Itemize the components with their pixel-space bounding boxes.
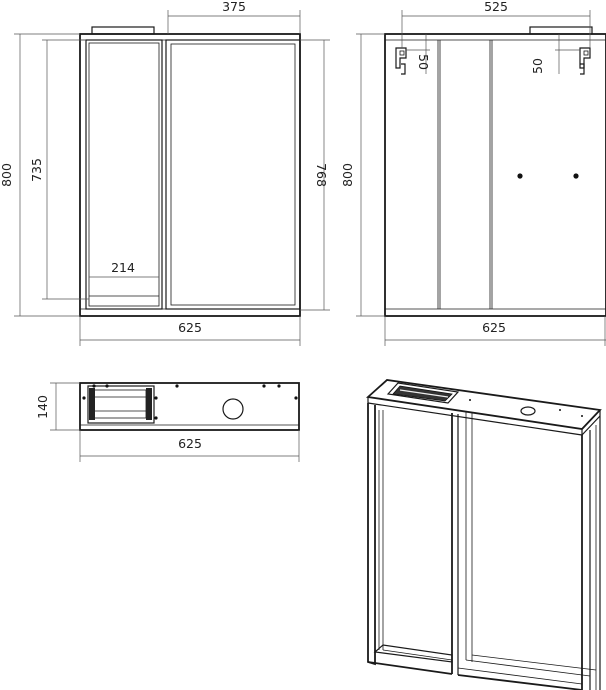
dim-label-768: 768 xyxy=(314,163,329,187)
lamp-block xyxy=(529,26,593,35)
lamp-end-right xyxy=(146,388,152,420)
fastener-dot xyxy=(277,384,281,388)
iso-bottom-inner xyxy=(465,659,591,677)
dim-label-800: 800 xyxy=(340,163,355,187)
iso-bottom-edge-left xyxy=(367,661,453,675)
fastener-dot xyxy=(559,409,561,411)
fastener-dot xyxy=(92,384,96,388)
iso-shelf-bottom xyxy=(373,644,453,663)
lamp-housing xyxy=(87,385,155,424)
lamp-end-left xyxy=(89,388,95,420)
fastener-dot xyxy=(82,396,86,400)
iso-shelf-line xyxy=(382,649,453,661)
fastener-dot xyxy=(469,399,471,401)
iso-bottom-inner-c xyxy=(457,667,583,685)
top-view-outline xyxy=(79,382,300,431)
fastener-dot xyxy=(262,384,266,388)
cable-hole xyxy=(222,398,244,420)
iso-cable-hole xyxy=(520,406,536,416)
open-shelf-inner xyxy=(88,42,160,307)
fastener-dot xyxy=(105,384,109,388)
fastener-dot xyxy=(581,415,583,417)
dim-label-214: 214 xyxy=(111,260,135,275)
dim-label-375: 375 xyxy=(222,0,246,14)
isometric-view xyxy=(365,379,602,690)
lamp-block xyxy=(91,26,155,35)
mount-hole xyxy=(517,173,523,179)
front-view: 375 800 735 768 214 625 xyxy=(0,0,330,346)
mount-hole xyxy=(573,173,579,179)
iso-edge xyxy=(581,415,601,436)
iso-top-front-edge xyxy=(367,402,583,436)
iso-bottom-edge-right xyxy=(457,674,583,690)
iso-lamp-highlight xyxy=(399,389,449,398)
dim-label-525: 525 xyxy=(484,0,508,14)
iso-lamp xyxy=(386,382,460,404)
fastener-dot xyxy=(294,396,298,400)
dim-label-140: 140 xyxy=(35,395,50,419)
fastener-dot xyxy=(175,384,179,388)
hanging-bracket-right-icon xyxy=(579,47,591,75)
cabinet-back-outline xyxy=(384,33,606,317)
dim-label-735: 735 xyxy=(29,158,44,182)
iso-bottom-inner-b xyxy=(471,654,597,671)
hanging-bracket-left-icon xyxy=(395,47,407,75)
dim-label-625: 625 xyxy=(482,320,506,335)
dim-label-625: 625 xyxy=(178,320,202,335)
dim-label-800: 800 xyxy=(0,163,14,187)
open-shelf-frame xyxy=(85,39,163,310)
dim-label-625: 625 xyxy=(178,436,202,451)
mirror-door-inner xyxy=(170,43,296,306)
top-view: 140 625 xyxy=(35,382,300,462)
back-view: 525 50 50 800 625 xyxy=(340,0,606,346)
dim-label-50-left: 50 xyxy=(416,54,431,70)
dim-label-50-right: 50 xyxy=(530,58,545,74)
iso-left-side xyxy=(367,403,376,666)
fastener-dot xyxy=(154,416,158,420)
lamp-inner xyxy=(93,389,147,419)
fastener-dot xyxy=(154,396,158,400)
mirror-door-frame xyxy=(165,39,301,310)
